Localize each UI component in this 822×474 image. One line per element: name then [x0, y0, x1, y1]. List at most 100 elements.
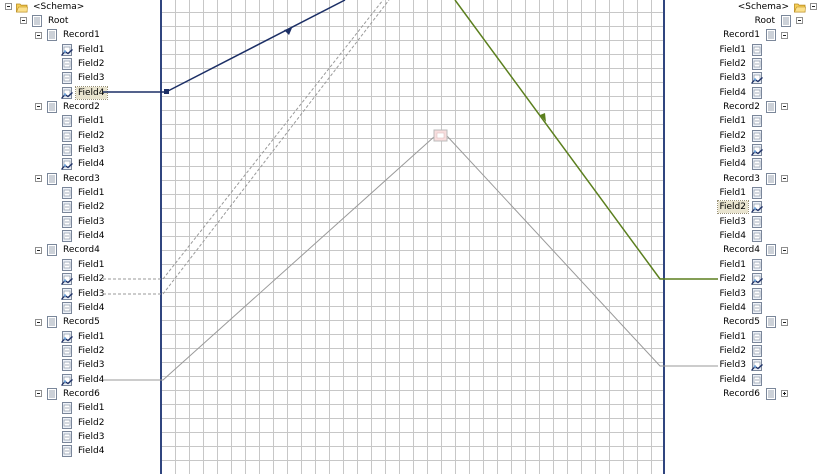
field-node-2-3[interactable]: Field3 [61, 144, 107, 157]
field-node-6-3[interactable]: Field3 [61, 431, 107, 444]
collapse-icon[interactable] [35, 390, 42, 398]
field-node-3-4[interactable]: Field4 [718, 230, 764, 243]
field-node-4-4[interactable]: Field4 [718, 301, 764, 314]
field-node-5-2[interactable]: Field2 [61, 344, 107, 357]
field-node-4-3[interactable]: Field3 [61, 287, 107, 300]
record-node-5[interactable]: Record5 [35, 316, 102, 329]
field-node-6-4[interactable]: Field4 [61, 445, 107, 458]
collapse-icon[interactable] [5, 3, 12, 10]
schema-node[interactable]: <Schema> [736, 0, 817, 13]
collapse-icon[interactable] [35, 31, 42, 39]
node-label: Field3 [78, 73, 105, 84]
field-node-1-3[interactable]: Field3 [61, 72, 107, 85]
node-label: Field4 [719, 302, 747, 313]
field-icon [61, 301, 73, 314]
field-node-1-4[interactable]: Field4 [718, 86, 764, 99]
field-node-2-4[interactable]: Field4 [61, 158, 107, 171]
collapse-icon[interactable] [781, 31, 788, 39]
linked-field-icon [61, 273, 73, 286]
node-label: Record4 [723, 245, 760, 256]
field-node-4-1[interactable]: Field1 [61, 258, 107, 271]
field-node-2-1[interactable]: Field1 [718, 115, 764, 128]
collapse-icon[interactable] [781, 318, 788, 326]
record-node-5[interactable]: Record5 [721, 316, 788, 329]
field-node-4-1[interactable]: Field1 [718, 258, 764, 271]
collapse-icon[interactable] [781, 246, 788, 254]
collapse-icon[interactable] [35, 175, 42, 183]
root-node[interactable]: Root [753, 14, 803, 27]
record-node-1[interactable]: Record1 [721, 29, 788, 42]
field-node-2-1[interactable]: Field1 [61, 115, 107, 128]
collapse-icon[interactable] [35, 103, 42, 111]
field-node-1-4[interactable]: Field4 [61, 85, 108, 100]
node-label: <Schema> [33, 1, 85, 12]
field-node-3-1[interactable]: Field1 [718, 187, 764, 200]
field-node-3-2[interactable]: Field2 [716, 200, 764, 215]
record-node-2[interactable]: Record2 [35, 100, 102, 113]
field-icon [61, 215, 73, 228]
node-label: Field4 [719, 87, 747, 98]
collapse-icon[interactable] [20, 17, 27, 25]
field-node-5-1[interactable]: Field1 [61, 330, 107, 343]
field-node-5-4[interactable]: Field4 [61, 373, 107, 386]
field-node-3-3[interactable]: Field3 [61, 215, 107, 228]
node-label: Field3 [78, 288, 105, 299]
node-label: Field1 [78, 259, 105, 270]
record-node-6[interactable]: Record6 [35, 387, 102, 400]
field-node-6-1[interactable]: Field1 [61, 402, 107, 415]
field-node-5-1[interactable]: Field1 [718, 330, 764, 343]
record-node-2[interactable]: Record2 [721, 100, 788, 113]
field-node-3-3[interactable]: Field3 [718, 215, 764, 228]
field-node-1-1[interactable]: Field1 [718, 43, 764, 56]
record-node-4[interactable]: Record4 [35, 244, 102, 257]
field-node-4-4[interactable]: Field4 [61, 301, 107, 314]
linked-field-icon [751, 72, 763, 85]
record-icon [780, 14, 792, 27]
expand-icon[interactable] [781, 390, 788, 398]
field-icon [751, 57, 763, 70]
record-node-3[interactable]: Record3 [35, 172, 102, 185]
field-node-2-4[interactable]: Field4 [718, 158, 764, 171]
field-node-1-2[interactable]: Field2 [718, 57, 764, 70]
record-icon [765, 244, 777, 257]
field-node-5-3[interactable]: Field3 [61, 359, 107, 372]
field-node-2-2[interactable]: Field2 [61, 129, 107, 142]
field-node-5-3[interactable]: Field3 [718, 359, 764, 372]
node-label: Field4 [78, 159, 105, 170]
field-node-6-2[interactable]: Field2 [61, 416, 107, 429]
field-node-2-2[interactable]: Field2 [718, 129, 764, 142]
collapse-icon[interactable] [810, 3, 817, 10]
linked-field-icon [61, 287, 73, 300]
node-label: Field2 [78, 417, 105, 428]
field-icon [61, 359, 73, 372]
collapse-icon[interactable] [796, 17, 803, 25]
record-icon [765, 387, 777, 400]
schema-node[interactable]: <Schema> [5, 0, 86, 13]
mapper-grid[interactable] [160, 0, 665, 474]
record-node-3[interactable]: Record3 [721, 172, 788, 185]
collapse-icon[interactable] [35, 246, 42, 254]
field-node-2-3[interactable]: Field3 [718, 144, 764, 157]
field-node-3-4[interactable]: Field4 [61, 230, 107, 243]
field-node-4-3[interactable]: Field3 [718, 287, 764, 300]
field-node-1-2[interactable]: Field2 [61, 57, 107, 70]
field-node-1-1[interactable]: Field1 [61, 43, 107, 56]
field-node-5-4[interactable]: Field4 [718, 373, 764, 386]
field-node-4-2[interactable]: Field2 [718, 273, 764, 286]
field-node-3-1[interactable]: Field1 [61, 187, 107, 200]
collapse-icon[interactable] [35, 318, 42, 326]
collapse-icon[interactable] [781, 175, 788, 183]
record-node-1[interactable]: Record1 [35, 29, 102, 42]
record-node-4[interactable]: Record4 [721, 244, 788, 257]
field-node-5-2[interactable]: Field2 [718, 344, 764, 357]
field-icon [751, 344, 763, 357]
field-icon [751, 230, 763, 243]
field-node-1-3[interactable]: Field3 [718, 72, 764, 85]
collapse-icon[interactable] [781, 103, 788, 111]
root-node[interactable]: Root [20, 14, 70, 27]
field-icon [61, 445, 73, 458]
record-node-6[interactable]: Record6 [721, 387, 788, 400]
node-label: Field3 [719, 288, 747, 299]
field-node-3-2[interactable]: Field2 [61, 201, 107, 214]
field-node-4-2[interactable]: Field2 [61, 273, 107, 286]
